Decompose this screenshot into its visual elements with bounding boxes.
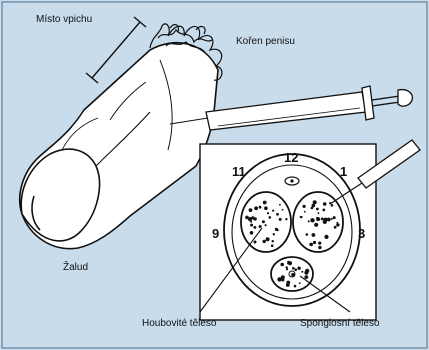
tissue-dot <box>279 204 281 206</box>
tissue-dot <box>294 285 297 288</box>
tissue-dot <box>267 212 269 214</box>
tissue-dot <box>312 204 316 208</box>
tissue-dot <box>294 268 297 271</box>
tissue-dot <box>254 226 257 229</box>
tissue-dot <box>308 220 310 222</box>
tissue-dot <box>272 240 274 242</box>
tissue-dot <box>323 218 327 222</box>
tissue-dot <box>271 244 274 247</box>
tissue-dot <box>324 235 328 239</box>
tissue-dot <box>249 208 253 212</box>
tissue-dot <box>318 246 321 249</box>
tissue-dot <box>318 212 320 214</box>
tissue-dot <box>309 243 313 247</box>
tissue-dot <box>250 231 254 235</box>
tissue-dot <box>253 218 255 220</box>
tissue-dot <box>304 211 306 213</box>
clock-12-label: 12 <box>284 150 298 165</box>
tissue-dot <box>265 224 267 226</box>
tissue-dot <box>262 220 265 223</box>
tissue-dot <box>285 218 287 220</box>
tissue-dot <box>334 226 337 229</box>
tissue-dot <box>266 237 270 241</box>
tissue-dot <box>272 210 274 212</box>
clock-1-label: 1 <box>340 164 347 179</box>
tissue-dot <box>318 242 321 245</box>
tissue-dot <box>259 225 262 228</box>
corpus-cavernosum-left <box>241 192 291 252</box>
tissue-dot <box>336 223 339 226</box>
tissue-dot <box>304 275 308 279</box>
tissue-dot <box>288 261 292 265</box>
tissue-dot <box>312 233 316 237</box>
glans-label: Žalud <box>63 262 88 273</box>
tissue-dot <box>275 228 278 231</box>
tissue-dot <box>322 209 325 212</box>
tissue-dot <box>331 204 334 207</box>
tissue-dot <box>314 223 318 227</box>
tissue-dot <box>250 221 252 223</box>
tissue-dot <box>259 206 262 209</box>
tissue-dot <box>273 233 275 235</box>
clock-3-label: 3 <box>358 226 365 241</box>
tissue-dot <box>336 222 338 224</box>
tissue-dot <box>316 217 320 221</box>
tissue-dot <box>263 201 267 205</box>
tissue-dot <box>263 240 266 243</box>
tissue-dot <box>321 218 324 221</box>
tissue-dot <box>301 271 303 273</box>
tissue-dot <box>292 267 295 270</box>
tissue-dot <box>333 216 336 219</box>
tissue-dot <box>277 277 281 281</box>
tissue-dot <box>286 283 290 287</box>
tissue-dot <box>250 224 253 227</box>
clock-9-label: 9 <box>212 226 219 241</box>
clock-11-label: 11 <box>232 164 246 179</box>
tissue-dot <box>331 218 333 220</box>
penis-illustration <box>20 43 218 249</box>
tissue-dot <box>264 206 268 210</box>
corpus-spongiosum-label: Spongiosní těleso <box>300 318 380 329</box>
tissue-dot <box>276 213 279 216</box>
tissue-dot <box>254 241 257 244</box>
tissue-dot <box>306 233 309 236</box>
injection-site-label: Místo vpichu <box>36 14 92 25</box>
tissue-dot <box>313 200 317 204</box>
tissue-dot <box>316 208 319 211</box>
corpora-cavernosa-label: Houbovité těleso <box>142 318 217 329</box>
tissue-dot <box>286 266 288 268</box>
tissue-dot <box>299 282 301 284</box>
tissue-dot <box>269 216 272 219</box>
tissue-dot <box>254 206 258 210</box>
tissue-dot <box>313 241 316 244</box>
tissue-dot <box>310 218 314 222</box>
tissue-dot <box>279 218 282 221</box>
tissue-dot <box>303 205 306 208</box>
tissue-dot <box>297 267 300 270</box>
tissue-dot <box>280 263 284 267</box>
penis-root-label: Kořen penisu <box>236 36 295 47</box>
tissue-dot <box>291 273 294 276</box>
tissue-dot <box>282 209 284 211</box>
tissue-dot <box>323 202 327 206</box>
tissue-dot <box>300 216 302 218</box>
tissue-dot <box>245 216 249 220</box>
tissue-dot <box>304 271 308 275</box>
